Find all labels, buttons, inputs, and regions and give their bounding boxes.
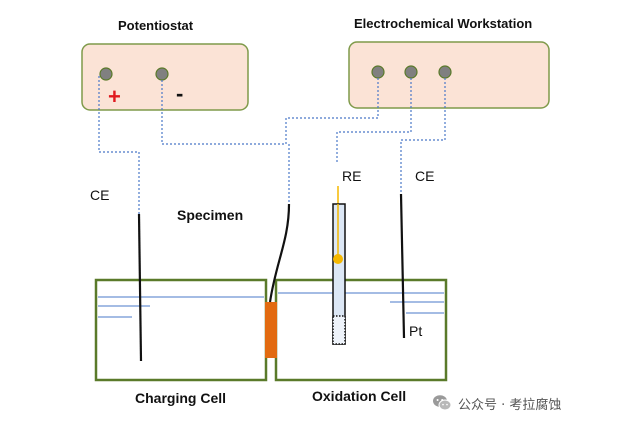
wechat-icon bbox=[433, 395, 452, 411]
pt-label: Pt bbox=[409, 323, 422, 339]
re-label: RE bbox=[342, 168, 361, 184]
reference-electrode-frit bbox=[332, 315, 346, 345]
terminal-positive bbox=[99, 67, 113, 81]
wire-workstation-ce bbox=[400, 78, 446, 194]
oxidation-cell-label: Oxidation Cell bbox=[312, 388, 406, 404]
terminal-negative bbox=[155, 67, 169, 81]
watermark: 公众号 · 考拉腐蚀 bbox=[432, 392, 561, 414]
charging-cell-label: Charging Cell bbox=[135, 390, 226, 406]
wire-potentiostat-specimen bbox=[161, 78, 379, 145]
charging-cell bbox=[94, 278, 268, 382]
workstation-label: Electrochemical Workstation bbox=[354, 16, 532, 31]
counter-electrode-left bbox=[137, 213, 143, 362]
specimen-wire bbox=[268, 203, 291, 303]
terminal-re bbox=[404, 65, 418, 79]
specimen-label: Specimen bbox=[177, 207, 243, 223]
plus-label: + bbox=[108, 84, 121, 109]
counter-electrode-pt bbox=[399, 193, 406, 339]
watermark-text: 公众号 · 考拉腐蚀 bbox=[458, 397, 562, 413]
terminal-we bbox=[371, 65, 385, 79]
terminal-ce bbox=[438, 65, 452, 79]
ce-right-label: CE bbox=[415, 168, 434, 184]
ce-left-label: CE bbox=[90, 187, 109, 203]
potentiostat-label: Potentiostat bbox=[118, 18, 194, 33]
minus-label: - bbox=[176, 81, 183, 106]
specimen bbox=[265, 302, 277, 358]
wire-potentiostat-ce bbox=[98, 76, 140, 214]
reference-electrode-tip bbox=[333, 254, 343, 264]
